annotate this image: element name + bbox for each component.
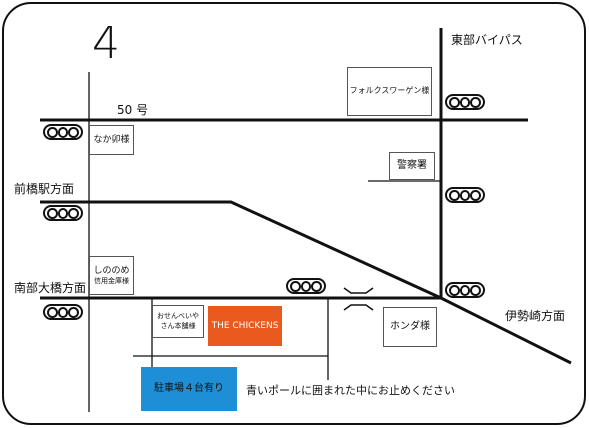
- parking-note: 青いポールに囲まれた中にお止めください: [246, 384, 455, 397]
- traffic-signal-icon: [286, 278, 326, 294]
- landmark-honda: ホンダ様: [383, 307, 437, 347]
- landmark-shinonome-line1: しののめ: [93, 265, 130, 276]
- parking-area: 駐車場４台有り: [141, 367, 237, 411]
- bridge-icon-lower: [343, 304, 374, 311]
- landmark-shinonome-line2: 信用金庫様: [94, 276, 129, 285]
- traffic-signal-icon: [43, 205, 83, 221]
- label-maebashi: 前橋駅方面: [14, 181, 74, 196]
- landmark-volkswagen: フォルクスワーゲン様: [347, 67, 432, 116]
- parking-label: 駐車場４台有り: [154, 383, 224, 395]
- landmark-osenbei-line2: さん本舗様: [160, 321, 196, 330]
- label-route-50: 50 号: [117, 103, 148, 117]
- landmark-shinonome: しののめ 信用金庫様: [89, 256, 134, 295]
- label-nanbu: 南部大橋方面: [14, 280, 86, 295]
- traffic-signal-icon: [445, 94, 485, 110]
- traffic-signal-icon: [445, 187, 485, 203]
- traffic-signal-icon: [43, 124, 83, 140]
- landmark-naka-label: なか卯様: [93, 134, 130, 145]
- landmark-police-label: 警察署: [397, 160, 427, 172]
- landmark-police: 警察署: [389, 152, 435, 180]
- map-frame: [2, 2, 586, 425]
- landmark-osenbei-line1: おせんべいや: [157, 312, 199, 321]
- bridge-icon: [343, 287, 374, 294]
- landmark-osenbei: おせんべいや さん本舗様: [152, 305, 204, 338]
- maebashi-road: [40, 200, 572, 365]
- landmark-naka: なか卯様: [89, 125, 134, 155]
- traffic-signal-icon: [43, 304, 83, 320]
- landmark-volkswagen-label: フォルクスワーゲン様: [349, 86, 430, 96]
- landmark-honda-label: ホンダ様: [390, 321, 430, 333]
- traffic-signal-icon: [445, 282, 485, 298]
- store-name: THE CHICKENS: [211, 320, 279, 331]
- store-the-chickens: THE CHICKENS: [208, 306, 282, 346]
- label-isesaki: 伊勢崎方面: [505, 308, 565, 323]
- north-mark: 4: [92, 18, 120, 69]
- label-bypass: 東部バイパス: [451, 32, 523, 47]
